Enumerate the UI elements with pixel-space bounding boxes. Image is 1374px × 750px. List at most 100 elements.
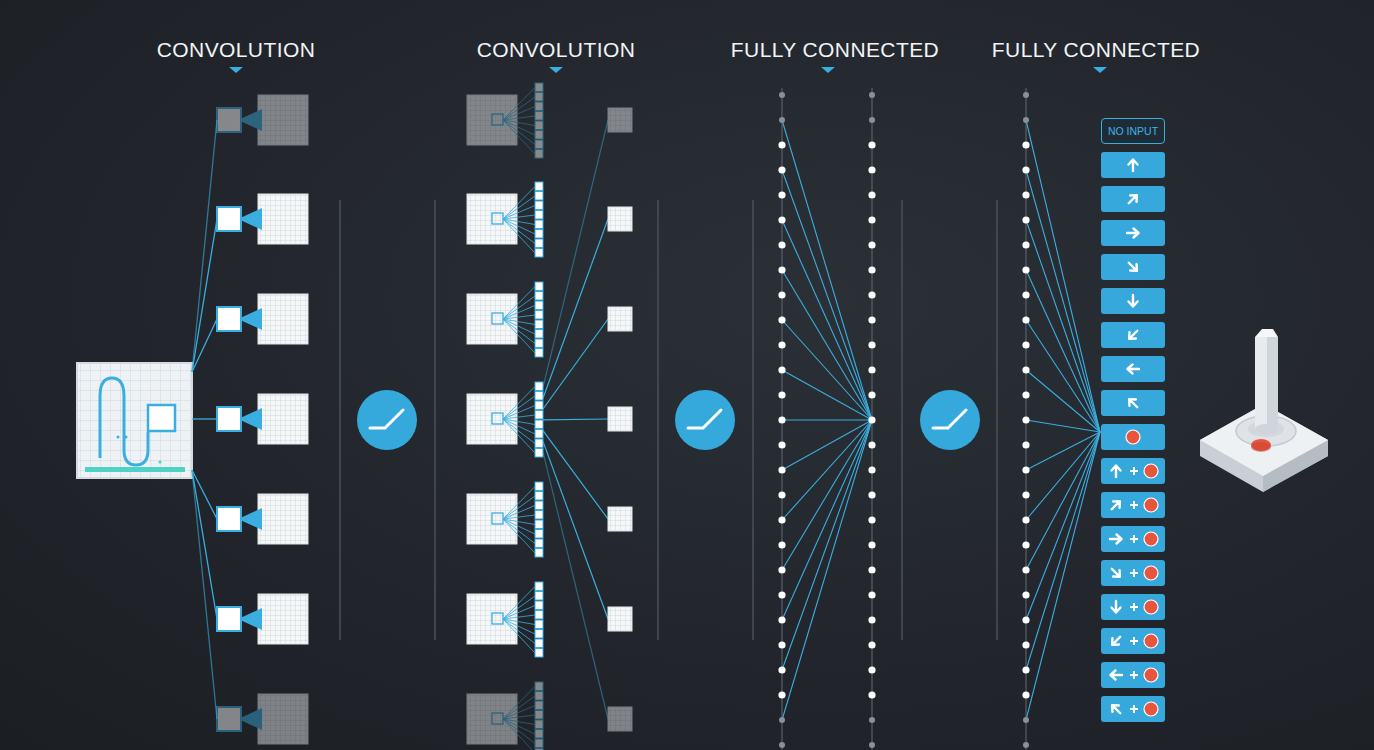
neuron bbox=[869, 717, 875, 723]
filter-kernel bbox=[492, 613, 503, 624]
output-map bbox=[608, 607, 632, 631]
filter-kernel bbox=[492, 213, 503, 224]
filter-kernel bbox=[217, 507, 241, 531]
neuron bbox=[778, 441, 785, 448]
arrow-icon bbox=[1110, 535, 1122, 544]
action-button: NO INPUT bbox=[1101, 118, 1165, 144]
joystick-illustration bbox=[1255, 424, 1278, 434]
output-map bbox=[608, 407, 632, 431]
layer-heading: CONVOLUTION bbox=[477, 39, 635, 60]
button-label: NO INPUT bbox=[1108, 126, 1158, 137]
output-map bbox=[608, 507, 632, 531]
relu-circle bbox=[675, 390, 735, 450]
filter-kernel bbox=[217, 207, 241, 231]
neuron bbox=[778, 491, 785, 498]
arrow-icon bbox=[1112, 466, 1121, 478]
arrow-icon bbox=[1126, 192, 1140, 206]
action-button bbox=[1101, 526, 1165, 552]
kernel-link bbox=[503, 719, 535, 744]
neuron bbox=[778, 591, 785, 598]
relu-activation bbox=[357, 390, 980, 450]
joystick-illustration bbox=[1267, 337, 1278, 430]
neuron bbox=[1022, 666, 1029, 673]
neuron bbox=[1022, 341, 1029, 348]
kernel-link bbox=[503, 296, 535, 319]
channel-cell bbox=[535, 392, 543, 401]
action-button-bg bbox=[1101, 390, 1165, 416]
neuron bbox=[1023, 742, 1029, 748]
neuron bbox=[778, 266, 785, 273]
filter-kernel bbox=[217, 307, 241, 331]
input-link bbox=[192, 470, 217, 719]
action-button-bg bbox=[1101, 526, 1165, 552]
channel-cell bbox=[535, 439, 543, 448]
action-button bbox=[1101, 696, 1165, 722]
joystick-illustration bbox=[1255, 337, 1278, 430]
kernel-link bbox=[503, 687, 535, 720]
joystick-illustration bbox=[1200, 329, 1328, 492]
channel-cell bbox=[535, 511, 543, 520]
input-frame bbox=[77, 363, 192, 478]
filter-kernel bbox=[492, 513, 503, 524]
feature-map bbox=[467, 95, 517, 145]
kernel-link bbox=[503, 606, 535, 620]
action-button-bg bbox=[1101, 560, 1165, 586]
kernel-link bbox=[503, 215, 535, 219]
neuron bbox=[1022, 291, 1029, 298]
filter-map bbox=[217, 194, 308, 244]
channel-cell bbox=[535, 201, 543, 210]
filter-map bbox=[467, 452, 632, 750]
neuron bbox=[778, 291, 785, 298]
filter-kernel bbox=[217, 707, 241, 731]
neuron bbox=[868, 591, 875, 598]
action-button-bg bbox=[1101, 492, 1165, 518]
input-link bbox=[192, 219, 217, 372]
header-marker bbox=[229, 67, 243, 73]
channel-cell bbox=[535, 349, 543, 358]
filter-map bbox=[467, 182, 632, 398]
filter-map bbox=[217, 394, 308, 444]
kernel-link bbox=[503, 219, 535, 244]
kernel-link bbox=[503, 519, 535, 544]
filter-map bbox=[467, 83, 632, 387]
neuron bbox=[1022, 141, 1029, 148]
weight-link bbox=[782, 420, 872, 520]
action-button bbox=[1101, 356, 1165, 382]
channel-cell bbox=[535, 239, 543, 248]
fire-button-icon bbox=[1144, 498, 1158, 512]
weight-link bbox=[782, 170, 872, 420]
filter-map bbox=[467, 382, 632, 457]
input-frame bbox=[100, 378, 148, 465]
input-frame bbox=[117, 436, 120, 439]
channel-cell bbox=[535, 382, 543, 391]
channel-cell bbox=[535, 220, 543, 229]
weight-link bbox=[1026, 432, 1100, 670]
action-button bbox=[1101, 628, 1165, 654]
weight-link bbox=[1026, 432, 1100, 720]
weight-link bbox=[782, 420, 872, 620]
relu-curve bbox=[688, 410, 721, 428]
filter-map bbox=[217, 494, 308, 544]
neuron bbox=[1022, 241, 1029, 248]
neuron bbox=[868, 366, 875, 373]
arrow-icon bbox=[1126, 396, 1140, 410]
weight-link bbox=[782, 270, 872, 420]
neuron bbox=[1023, 92, 1029, 98]
neuron bbox=[1022, 441, 1029, 448]
channel-cell bbox=[535, 83, 543, 92]
neuron bbox=[778, 566, 785, 573]
neuron bbox=[1022, 516, 1029, 523]
neuron bbox=[868, 566, 875, 573]
action-button-bg bbox=[1101, 662, 1165, 688]
kernel-link bbox=[503, 396, 535, 419]
fire-button-icon bbox=[1144, 600, 1158, 614]
neuron bbox=[778, 241, 785, 248]
neuron bbox=[778, 541, 785, 548]
action-button bbox=[1101, 424, 1165, 450]
neuron bbox=[779, 92, 785, 98]
action-button-bg bbox=[1101, 356, 1165, 382]
plus-sign bbox=[1130, 501, 1138, 509]
neuron bbox=[869, 92, 875, 98]
kernel-link bbox=[503, 287, 535, 320]
conv1-filters bbox=[192, 95, 308, 744]
